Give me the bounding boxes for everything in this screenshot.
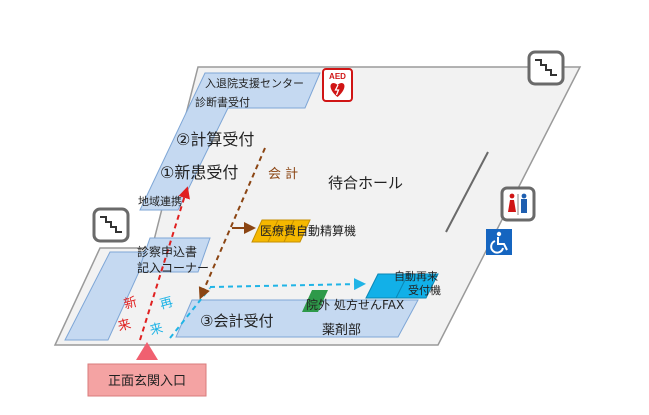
entrance-marker [136, 342, 158, 360]
reception-1-label: ①新患受付 [160, 163, 238, 182]
auto-revisit-label-2: 受付機 [408, 283, 441, 297]
returning-route [169, 287, 211, 339]
returning-route-2 [209, 278, 366, 291]
hall-label: 待合ホール [328, 174, 403, 192]
entrance-box [87, 363, 207, 397]
community-liaison-label: 地域連携 [138, 194, 182, 208]
pharmacy-label: 薬剤部 [322, 322, 361, 338]
aed-label: AED [329, 72, 346, 81]
stairs-icon [527, 50, 565, 86]
new-patient-route [139, 186, 190, 341]
restroom-icon [500, 186, 536, 222]
auto-payment-label: 医療費自動精算機 [260, 223, 356, 238]
returning-route-label-2: 来 [148, 321, 164, 339]
new-route-label-1: 新 [122, 294, 139, 313]
aed-icon: AED [322, 68, 353, 102]
admission-support-label: 入退院支援センター [205, 76, 304, 90]
reception-2-label: ②計算受付 [176, 130, 254, 149]
form-corner-label-2: 記入コーナー [137, 260, 209, 275]
form-corner-label-1: 診察申込書 [137, 244, 197, 259]
prescription-fax [302, 290, 328, 312]
certificate-desk-label: 診断書受付 [195, 95, 250, 109]
form-corner-desk [137, 237, 211, 273]
returning-route-label-1: 再 [158, 295, 174, 313]
hall-partition [445, 151, 489, 233]
wheelchair-icon [486, 229, 512, 255]
pharmacy-counter [175, 299, 419, 338]
new-route-label-2: 来 [116, 317, 132, 335]
fax-label-b: 処方せんFAX [334, 297, 404, 312]
accounting-route-label: 会 計 [268, 166, 298, 182]
auto-revisit-label-1: 自動再来 [394, 269, 438, 283]
upper-counter [139, 72, 321, 211]
left-counter [64, 251, 149, 341]
stairs-icon [92, 207, 130, 243]
fax-label-a: 院外 [306, 298, 330, 312]
entrance-label: 正面玄関入口 [108, 374, 186, 389]
reception-3-label: ③会計受付 [200, 312, 273, 330]
